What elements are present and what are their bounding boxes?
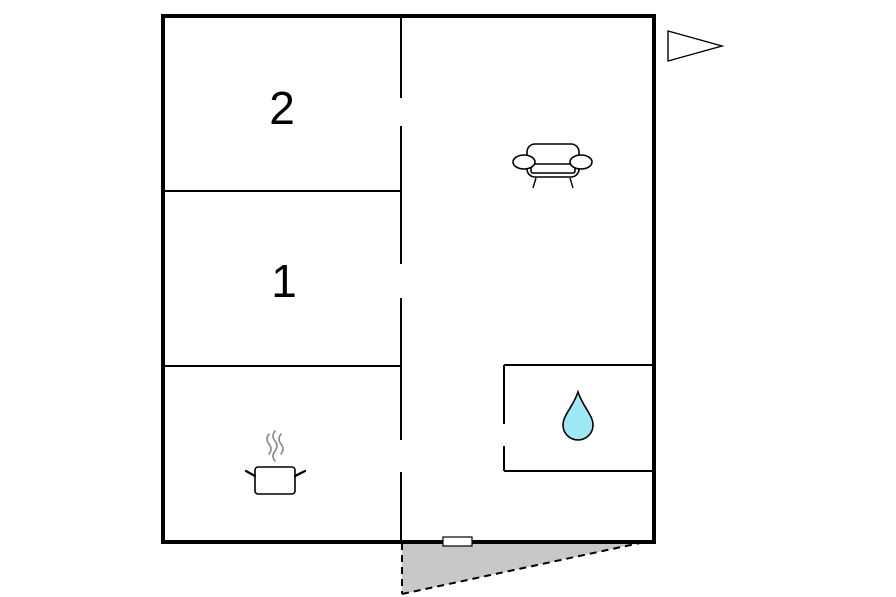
interior-walls bbox=[163, 16, 654, 542]
sofa-icon bbox=[512, 143, 593, 189]
room-label-2: 2 bbox=[269, 82, 295, 134]
steam-lines bbox=[266, 430, 284, 462]
north-arrow-icon bbox=[667, 30, 725, 62]
terrace-edge-diagonal bbox=[401, 542, 641, 595]
terrace bbox=[401, 542, 641, 595]
water-drop-icon bbox=[562, 389, 594, 441]
entrance-door bbox=[442, 536, 473, 547]
outer-wall bbox=[161, 14, 656, 544]
room-label-1: 1 bbox=[271, 255, 297, 307]
cooking-pot-icon bbox=[244, 430, 307, 495]
